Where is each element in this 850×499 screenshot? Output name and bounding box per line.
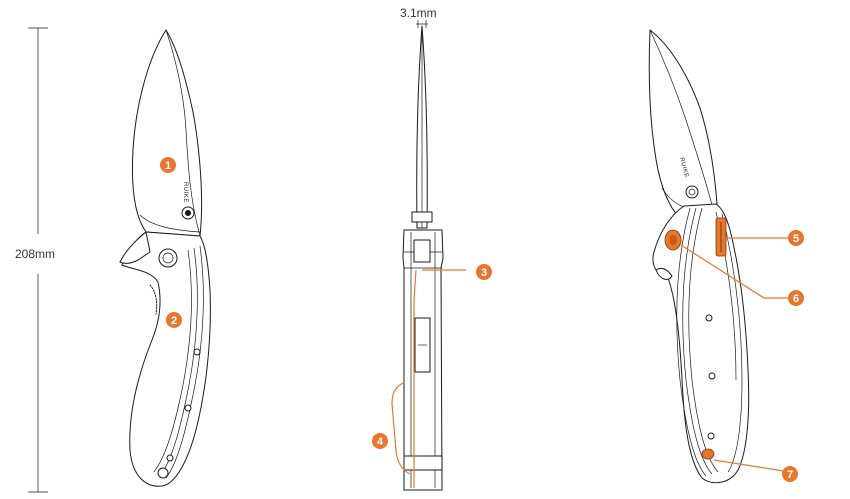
screw — [707, 432, 715, 440]
callout-2: 2 — [166, 312, 182, 328]
length-dimension: 208mm — [15, 27, 55, 493]
thickness-dimension: 3.1mm — [400, 6, 437, 28]
brand-mark-front: RUIKE — [182, 182, 188, 203]
callout-5: 5 — [788, 230, 804, 246]
jimping — [149, 284, 158, 315]
blade-front — [131, 29, 203, 237]
pivot-washer — [158, 248, 178, 268]
callout-number: 5 — [793, 233, 799, 245]
callout-1: 1 — [160, 157, 176, 173]
flipper-tab — [119, 231, 151, 264]
callout-7: 7 — [782, 466, 798, 482]
handle-front — [121, 231, 211, 487]
knife-front-view: RUIKE — [119, 29, 211, 487]
blade-pivot-back — [685, 185, 699, 199]
brand-mark-back: RUIKE — [678, 157, 689, 179]
callout-number: 3 — [481, 267, 487, 279]
screw — [708, 372, 716, 380]
callout-6: 6 — [788, 290, 804, 306]
flipper-edge — [411, 211, 433, 223]
knife-spine-view — [391, 25, 466, 491]
screw — [705, 314, 713, 322]
blade-back — [648, 29, 719, 223]
thickness-label: 3.1mm — [400, 6, 437, 20]
pocket-clip-highlight — [391, 381, 411, 475]
callout-3: 3 — [476, 264, 492, 280]
length-label: 208mm — [15, 247, 55, 261]
callout-number: 1 — [165, 160, 171, 172]
liner-highlight — [413, 269, 417, 488]
lanyard-hole — [157, 467, 169, 479]
lanyard-highlight — [701, 448, 715, 460]
callout-4: 4 — [372, 433, 388, 449]
screw — [184, 404, 192, 412]
knife-back-view: RUIKE — [648, 29, 791, 484]
screw — [166, 454, 174, 462]
callout-number: 2 — [171, 315, 177, 327]
callout-number: 6 — [793, 293, 799, 305]
callout-number: 4 — [377, 436, 384, 448]
screw — [193, 348, 201, 356]
callout-number: 7 — [787, 469, 793, 481]
